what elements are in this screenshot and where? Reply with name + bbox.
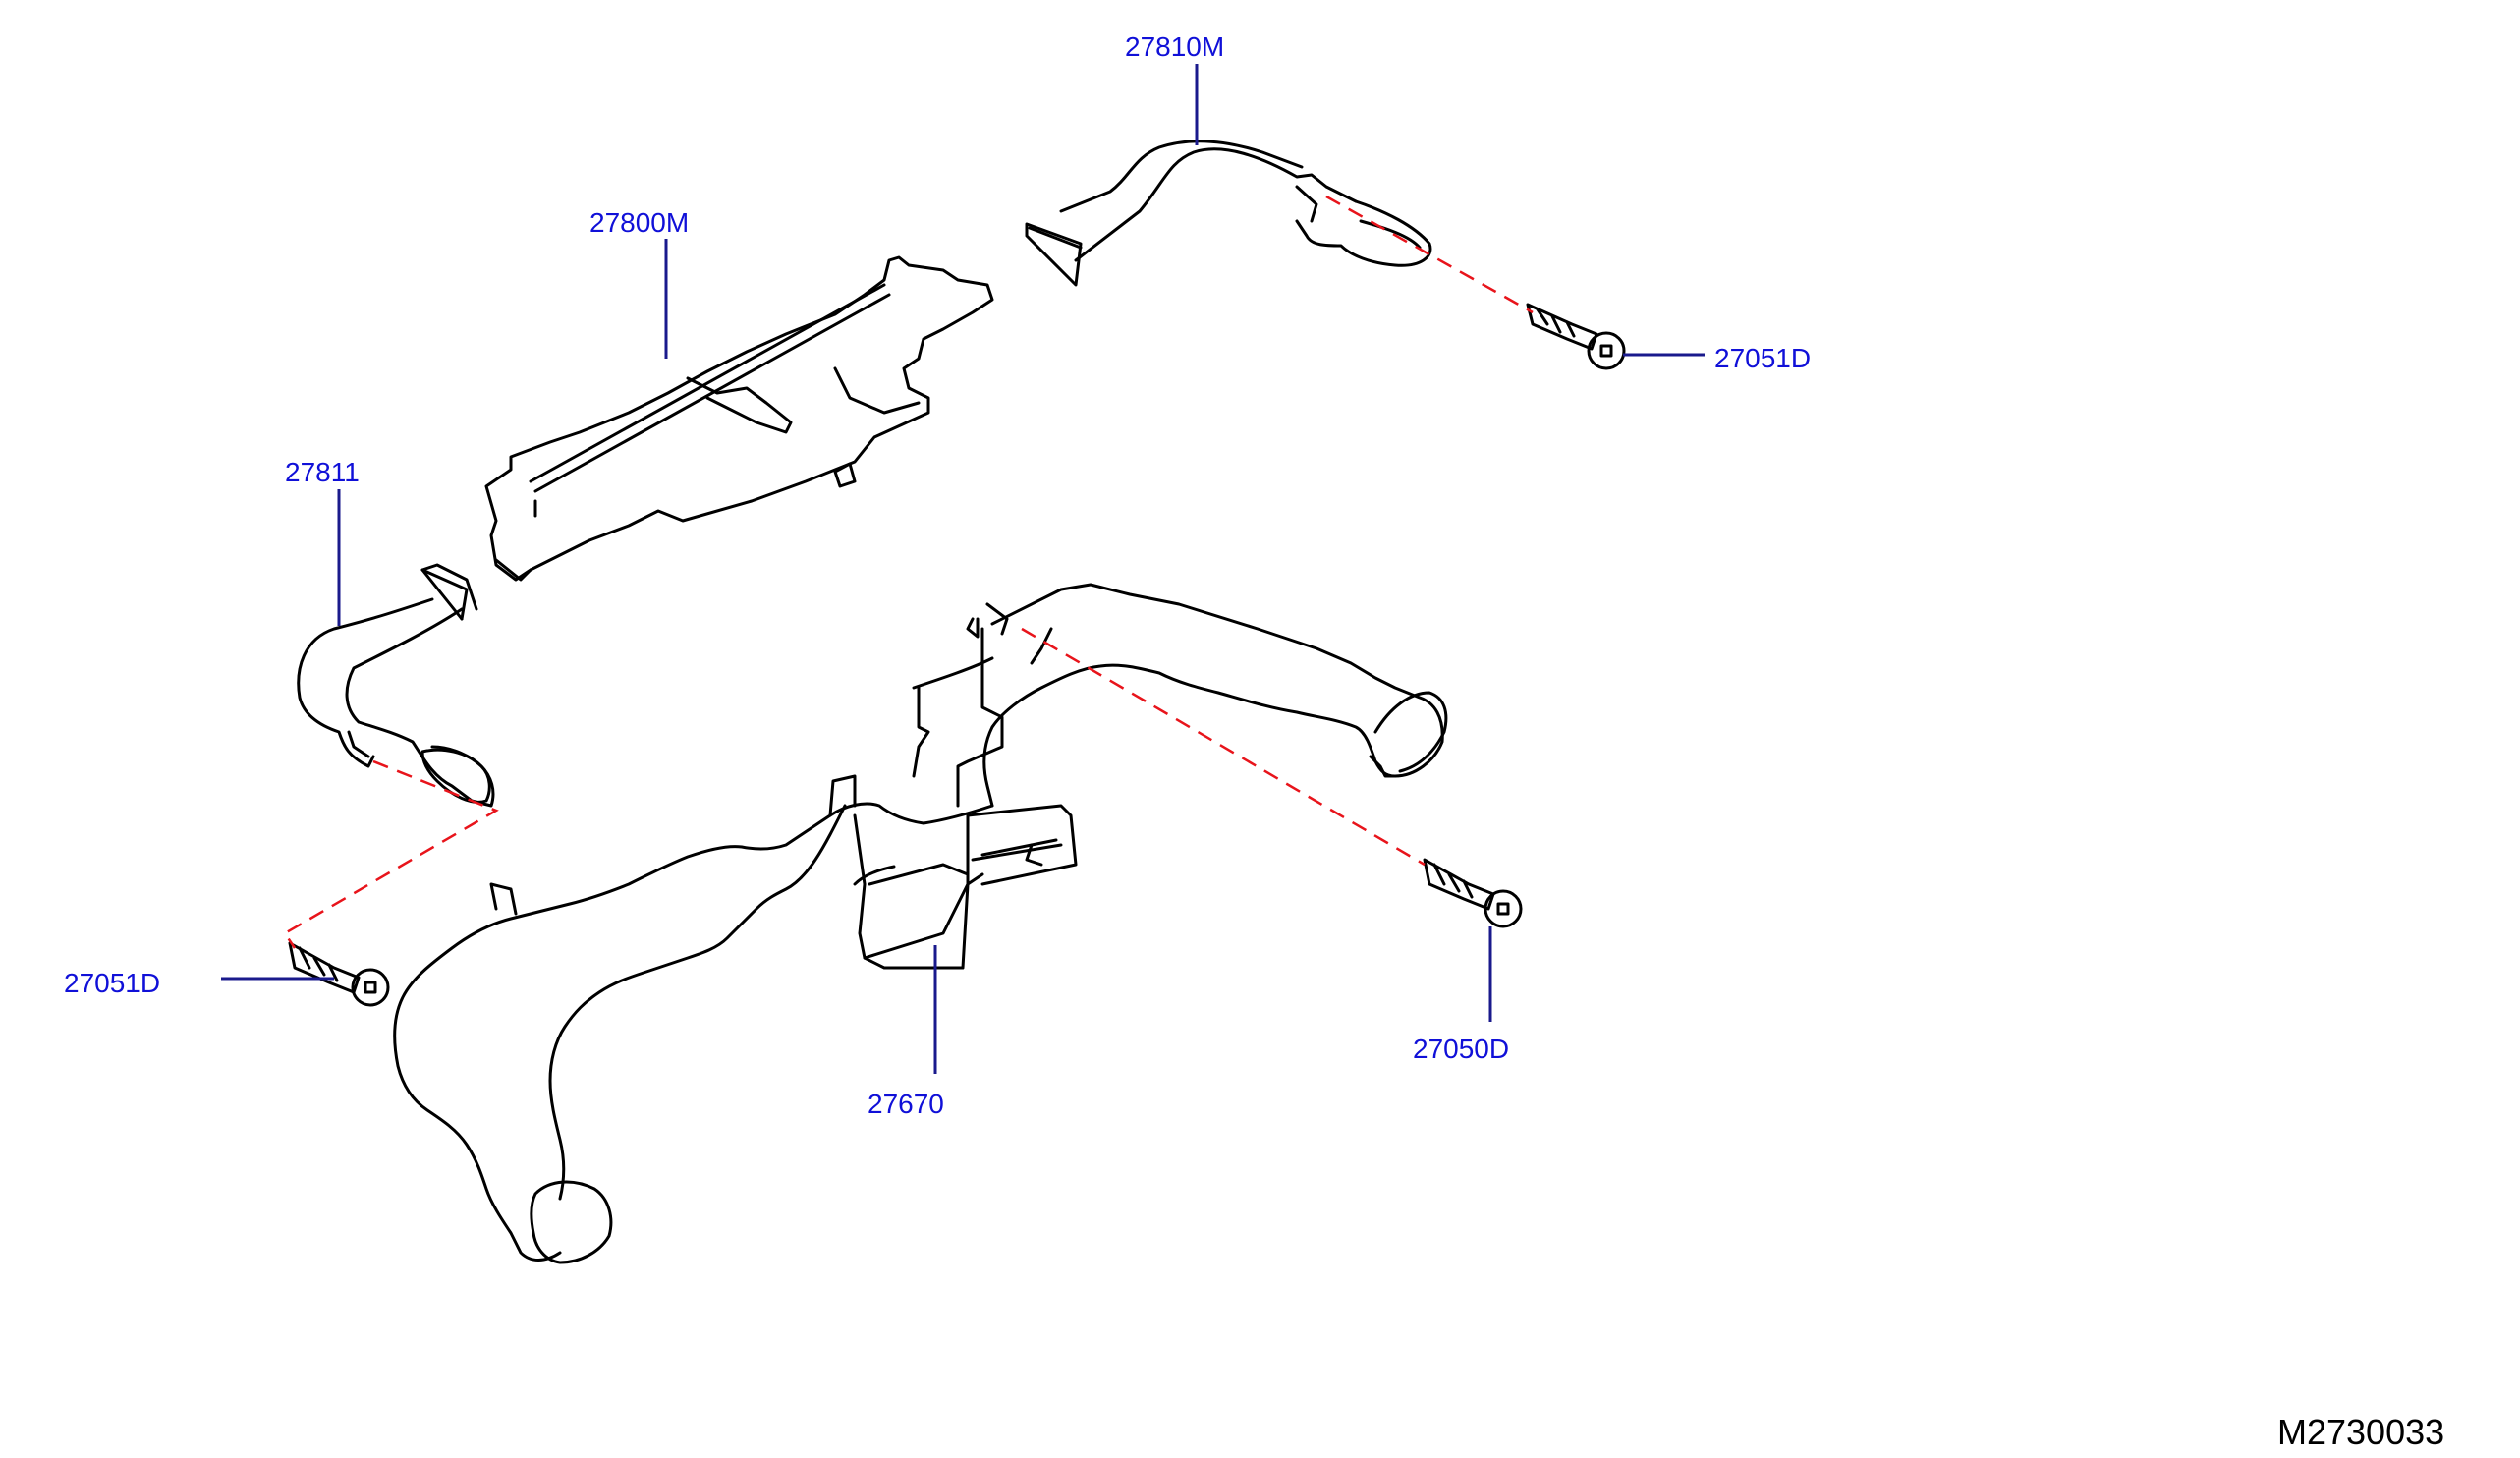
diagram-id: M2730033	[2277, 1412, 2444, 1452]
duct-27800m-drawing	[484, 255, 994, 582]
callout-27670[interactable]: 27670	[868, 1089, 944, 1119]
link-27811-to-screw-lower	[283, 759, 499, 949]
callout-27810m[interactable]: 27810M	[1125, 31, 1224, 62]
link-screw-upper-to-27810m	[1325, 195, 1534, 314]
callout-27800m[interactable]: 27800M	[589, 207, 689, 238]
callout-27051d-upper[interactable]: 27051D	[1714, 343, 1811, 373]
screw-27050d-drawing	[1423, 858, 1523, 928]
fastener-links	[283, 195, 1534, 949]
leader-lines	[221, 64, 1705, 1074]
callout-27811[interactable]: 27811	[285, 457, 360, 487]
callout-27051d-lower[interactable]: 27051D	[64, 968, 160, 998]
duct-27810m-drawing	[1025, 140, 1432, 287]
duct-27670-drawing	[393, 583, 1448, 1264]
callout-27050d[interactable]: 27050D	[1413, 1034, 1509, 1064]
link-27670-to-screw-27050d	[1021, 627, 1426, 867]
screw-27051d-upper-drawing	[1526, 303, 1626, 370]
duct-27811-drawing	[297, 563, 495, 808]
screw-27051d-lower-drawing	[288, 941, 390, 1007]
